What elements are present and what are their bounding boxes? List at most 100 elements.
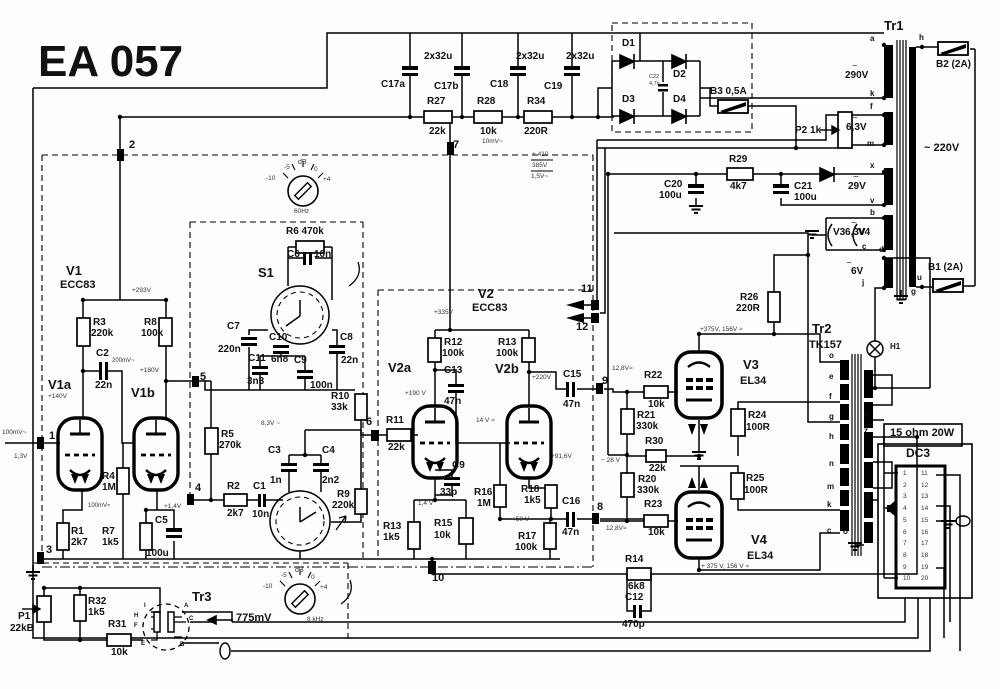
connector-dc3: DC3 [906, 446, 931, 460]
note-775mv: 775mV [236, 612, 272, 624]
res-r24: R24 [748, 410, 767, 421]
res-r9-value: 220k [332, 500, 355, 511]
res-r22-value: 10k [648, 399, 665, 410]
dc3-pin-17: 17 [921, 540, 929, 548]
speaker-box [883, 423, 963, 447]
res-r23-value: 10k [648, 527, 665, 538]
note-375v-b: + 375 V, 156 V ≈ [701, 563, 749, 570]
note-50v: +50 V [512, 516, 530, 523]
note-190v: +190 V [405, 390, 426, 397]
dc3-pin-18: 18 [921, 551, 929, 559]
resistor-R2 [223, 493, 248, 507]
cap-c21-value: 100u [794, 192, 817, 203]
res-r9: R9 [337, 489, 350, 500]
res-r20: R20 [638, 474, 657, 485]
tube-V4-cathode-arrows [688, 477, 708, 488]
res-r29-value: 4k7 [730, 181, 747, 192]
speaker-rating: 15 ohm 20W [890, 427, 955, 439]
dc3-pin-9: 9 [903, 563, 907, 571]
res-r14-value: 6k8 [628, 581, 645, 592]
dc3-pin-2: 2 [903, 481, 907, 489]
note-375v-a: +375V, 156V ≈ [700, 326, 743, 333]
note-293v: +293V [132, 287, 151, 294]
node-3: 3 [46, 544, 53, 556]
res-r16-value: 1M [477, 498, 491, 509]
cap-c21: C21 [794, 181, 813, 192]
tr1-63v-2: 6,3V [845, 227, 866, 238]
cap-c7: C7 [227, 321, 240, 332]
res-r28: R28 [477, 96, 496, 107]
resistor-R4 [116, 467, 130, 495]
resistor-R5 [204, 427, 219, 455]
node-8: 8 [597, 501, 604, 513]
cap-c6-value: 10n [314, 249, 332, 260]
lamp-H1-symbol [866, 340, 884, 358]
knob1-m10: -10 [266, 175, 276, 182]
tr1-6v: 6V [851, 266, 864, 277]
note-83v: 8,3V ~ [261, 420, 280, 427]
node-6: 6 [366, 416, 373, 428]
transformer-Tr3-symbol [142, 603, 190, 651]
resistor-R26 [767, 291, 781, 323]
tr2-sec-o: o [843, 527, 848, 536]
res-r26: R26 [740, 292, 759, 303]
res-r12: R12 [444, 337, 463, 348]
dc3-pin-15: 15 [921, 516, 929, 524]
res-r1: R1 [71, 526, 84, 537]
knob1-db: dB [298, 159, 307, 166]
res-r25-value: 100R [744, 485, 768, 496]
res-r13-upper-value: 100k [496, 348, 519, 359]
pot-p1-value: 22kB [10, 623, 34, 634]
knob2-m5: -5 [281, 572, 287, 579]
tr2-term-g: g [829, 412, 834, 421]
res-r16: R16 [474, 487, 493, 498]
knob1-freq: 60Hz [294, 208, 310, 215]
res-r21-value: 330k [636, 421, 659, 432]
cap-c2: C2 [96, 348, 109, 359]
knob2-db: dB [295, 567, 304, 574]
tr3-term-h: H [134, 613, 139, 619]
cap-c13-value: 47n [444, 396, 462, 407]
tr2-term-e: e [829, 372, 834, 381]
tr3-term-f: F [134, 623, 138, 629]
res-r12-value: 100k [442, 348, 465, 359]
res-r22: R22 [644, 370, 663, 381]
cap-c22-value: 4,7n [649, 81, 660, 87]
tr1-290v-tilde: ~ [852, 61, 858, 72]
tr1-term-d: d [879, 245, 884, 254]
tr3-term-c: C [189, 616, 194, 622]
diodes [619, 53, 836, 183]
tube-v4-type: EL34 [747, 550, 774, 562]
tube-v3-type: EL34 [740, 375, 767, 387]
cap-c18: C18 [490, 79, 509, 90]
level-knob-8khz [279, 569, 321, 615]
cap-c16: C16 [562, 496, 581, 507]
dc3-pin-14: 14 [921, 505, 929, 513]
res-r15: R15 [434, 518, 453, 529]
note-128v-a: 12,8V≈ [606, 525, 627, 532]
cap-c13: C13 [444, 365, 463, 376]
note-14vac: 14 V ≈ [476, 417, 495, 424]
tube-v2b: V2b [495, 361, 519, 376]
cap-c17-value: 2x32u [424, 51, 453, 62]
cap-c2-value: 22n [95, 380, 113, 391]
note-410: + 410 [532, 151, 549, 158]
cap-c5: C5 [155, 515, 168, 526]
res-r3: R3 [93, 317, 106, 328]
tr1-290v: 290V [845, 70, 869, 81]
junction-dots [41, 42, 925, 643]
resistor-R21 [620, 408, 635, 435]
tr3-term-i: I [144, 603, 146, 609]
note-220v: +220V [532, 374, 551, 381]
transformer-Tr2-symbol [840, 354, 873, 556]
res-r25: R25 [746, 473, 765, 484]
res-r6: R6 470k [286, 226, 324, 237]
tr1-term-c: c [862, 242, 867, 251]
resistor-R28 [473, 110, 503, 124]
knob1-0: 0 [314, 166, 318, 173]
note-385: 385V [532, 162, 548, 169]
res-r10-value: 33k [331, 402, 348, 413]
cap-c22: C22 [649, 74, 660, 80]
tube-v1b: V1b [131, 385, 155, 400]
